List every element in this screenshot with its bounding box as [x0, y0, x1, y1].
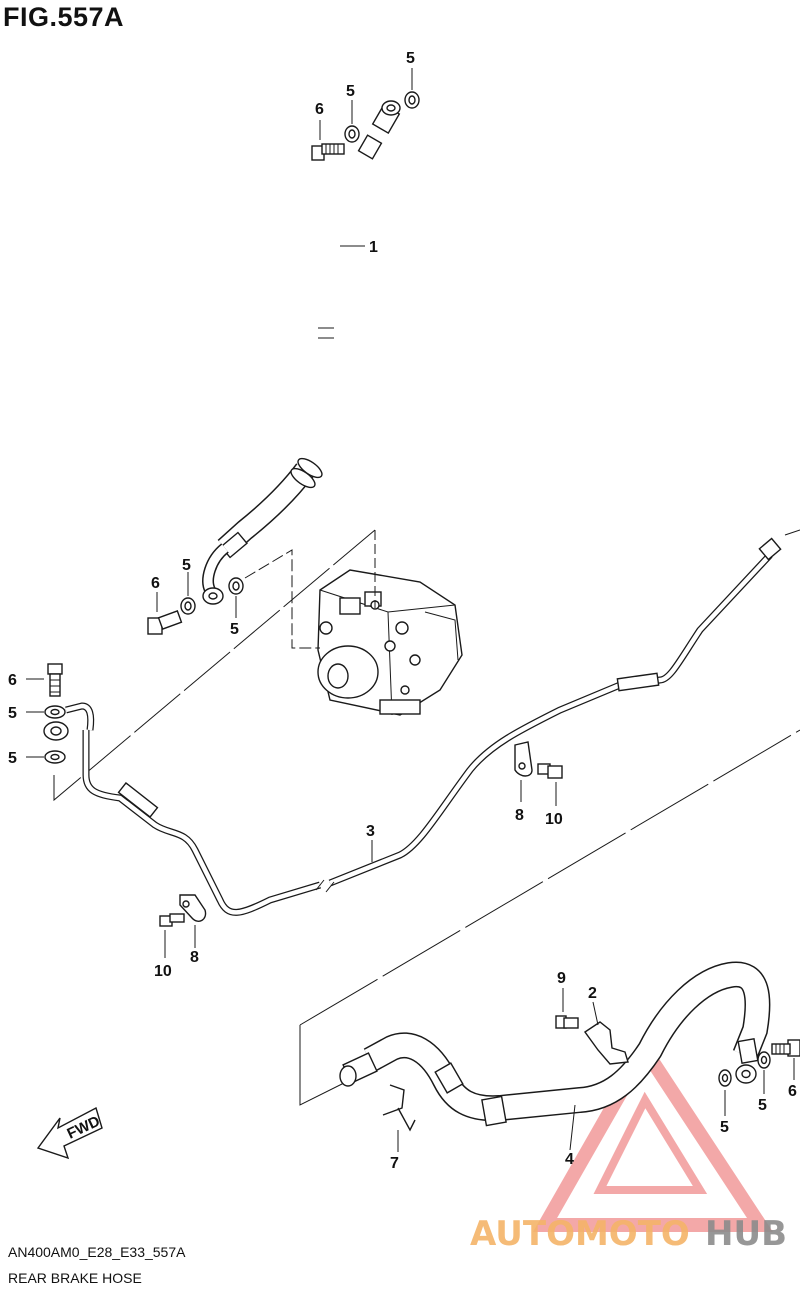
washer-5-mid-a — [180, 572, 196, 615]
washer-5-lower-a — [757, 1051, 771, 1094]
washer-5-mid-b — [228, 577, 244, 618]
callout-5-d: 5 — [230, 621, 239, 638]
figure-code: AN400AM0_E28_E33_557A — [8, 1244, 186, 1260]
banjo-bolt-6-top — [311, 120, 345, 161]
bracket-2 — [584, 1001, 629, 1065]
callout-4: 4 — [565, 1151, 574, 1168]
callout-5-c: 5 — [182, 557, 191, 574]
clamp-8-right — [514, 741, 533, 802]
watermark-logo — [532, 1036, 773, 1232]
brake-hose-1 — [202, 100, 401, 605]
washer-5-left-b — [26, 750, 66, 764]
callout-8-b: 8 — [515, 807, 524, 824]
leader-4 — [569, 1104, 576, 1151]
callout-5-e: 5 — [8, 705, 17, 722]
callout-6-d: 6 — [788, 1083, 797, 1100]
leader-lines — [53, 529, 800, 1106]
washer-5-top-a — [344, 100, 360, 143]
callout-5-f: 5 — [8, 750, 17, 767]
banjo-bolt-6-mid — [147, 592, 183, 635]
callout-5-a: 5 — [406, 50, 415, 67]
bolt-9 — [555, 988, 579, 1029]
callout-5-h: 5 — [758, 1097, 767, 1114]
figure-caption: REAR BRAKE HOSE — [8, 1270, 142, 1286]
callout-6-b: 6 — [151, 575, 160, 592]
figure-title: FIG.557A — [3, 2, 125, 32]
washer-5-top-b — [404, 68, 420, 109]
watermark-text: AUTOMOTO HUB — [470, 1214, 787, 1254]
callout-3: 3 — [366, 823, 375, 840]
clamp-8-left — [179, 894, 207, 948]
washer-5-left-a — [26, 705, 66, 719]
banjo-bolt-6-left — [26, 663, 63, 697]
washer-5-lower-b — [718, 1069, 732, 1116]
callout-10-b: 10 — [545, 811, 563, 828]
callout-10-a: 10 — [154, 963, 172, 980]
callout-2: 2 — [588, 985, 597, 1002]
callout-1: 1 — [369, 239, 378, 256]
watermark-part1: AUTOMOTO — [470, 1214, 690, 1254]
fwd-arrow: FWD — [36, 1106, 103, 1160]
watermark-part2: HUB — [705, 1214, 787, 1254]
brake-pipe-3 — [43, 537, 782, 916]
clip-7 — [382, 1084, 416, 1152]
callout-5-g: 5 — [720, 1119, 729, 1136]
bolt-10-left — [159, 913, 185, 958]
banjo-bolt-6-lower — [771, 1039, 800, 1080]
bolt-10-right — [537, 763, 563, 806]
callout-9: 9 — [557, 970, 566, 987]
brake-hose-4 — [339, 961, 771, 1127]
abs-unit — [317, 569, 463, 716]
callout-6-c: 6 — [8, 672, 17, 689]
callout-5-b: 5 — [346, 83, 355, 100]
callout-7: 7 — [390, 1155, 399, 1172]
callout-8-a: 8 — [190, 949, 199, 966]
callout-6-a: 6 — [315, 101, 324, 118]
